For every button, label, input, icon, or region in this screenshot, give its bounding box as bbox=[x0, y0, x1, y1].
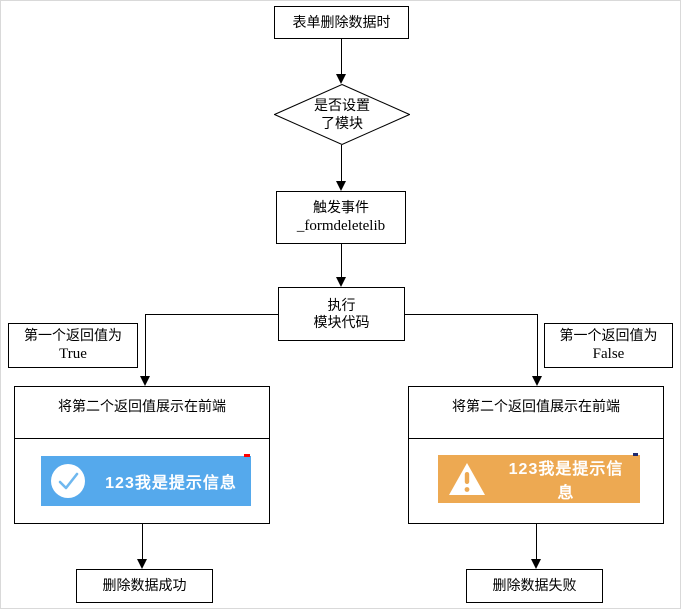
arrowhead-icon bbox=[336, 277, 346, 287]
event-name-text: _formdeletelib bbox=[296, 217, 386, 234]
navy-artifact-mark bbox=[633, 453, 638, 456]
node-form-delete-start: 表单删除数据时 bbox=[274, 6, 409, 39]
connector-decision-trigger bbox=[341, 145, 342, 181]
arrowhead-icon bbox=[336, 181, 346, 191]
arrowhead-icon bbox=[532, 376, 542, 386]
warning-toast: 123我是提示信息 bbox=[438, 455, 640, 503]
right-display-header: 将第二个返回值展示在前端 bbox=[408, 386, 664, 439]
diamond-shape bbox=[273, 83, 411, 146]
arrowhead-icon bbox=[336, 74, 346, 84]
toast-message: 123我是提示信息 bbox=[105, 475, 237, 492]
decision-label: 是否设置 了模块 bbox=[314, 97, 370, 131]
condition-value-text: False bbox=[592, 345, 625, 362]
node-decision-module-set: 是否设置 了模块 bbox=[273, 83, 411, 146]
warning-triangle-icon bbox=[449, 463, 485, 495]
left-display-header: 将第二个返回值展示在前端 bbox=[14, 386, 270, 439]
connector-leftdisplay-success bbox=[142, 524, 143, 559]
condition-value-text: True bbox=[59, 345, 87, 362]
connector-exec-right-horizontal bbox=[405, 314, 537, 315]
node-exec-module-code: 执行 模块代码 bbox=[278, 287, 405, 341]
node-condition-false: 第一个返回值为 False bbox=[544, 323, 673, 368]
connector-exec-left-horizontal bbox=[145, 314, 278, 315]
connector-exec-left-vertical bbox=[145, 314, 146, 376]
connector-start-decision bbox=[341, 39, 342, 75]
toast-message: 123我是提示信息 bbox=[508, 461, 624, 502]
node-trigger-event: 触发事件 _formdeletelib bbox=[276, 191, 406, 244]
connector-rightdisplay-fail bbox=[536, 524, 537, 559]
connector-trigger-exec bbox=[341, 244, 342, 277]
check-circle-icon bbox=[51, 464, 85, 498]
red-artifact-mark bbox=[244, 454, 250, 457]
connector-exec-right-vertical bbox=[537, 314, 538, 376]
node-condition-true: 第一个返回值为 True bbox=[8, 323, 138, 368]
node-label: 表单删除数据时 bbox=[292, 13, 391, 30]
node-delete-success: 删除数据成功 bbox=[76, 569, 213, 603]
arrowhead-icon bbox=[137, 559, 147, 569]
arrowhead-icon bbox=[531, 559, 541, 569]
success-toast: 123我是提示信息 bbox=[41, 456, 251, 506]
node-delete-fail: 删除数据失败 bbox=[466, 569, 603, 603]
arrowhead-icon bbox=[140, 376, 150, 386]
